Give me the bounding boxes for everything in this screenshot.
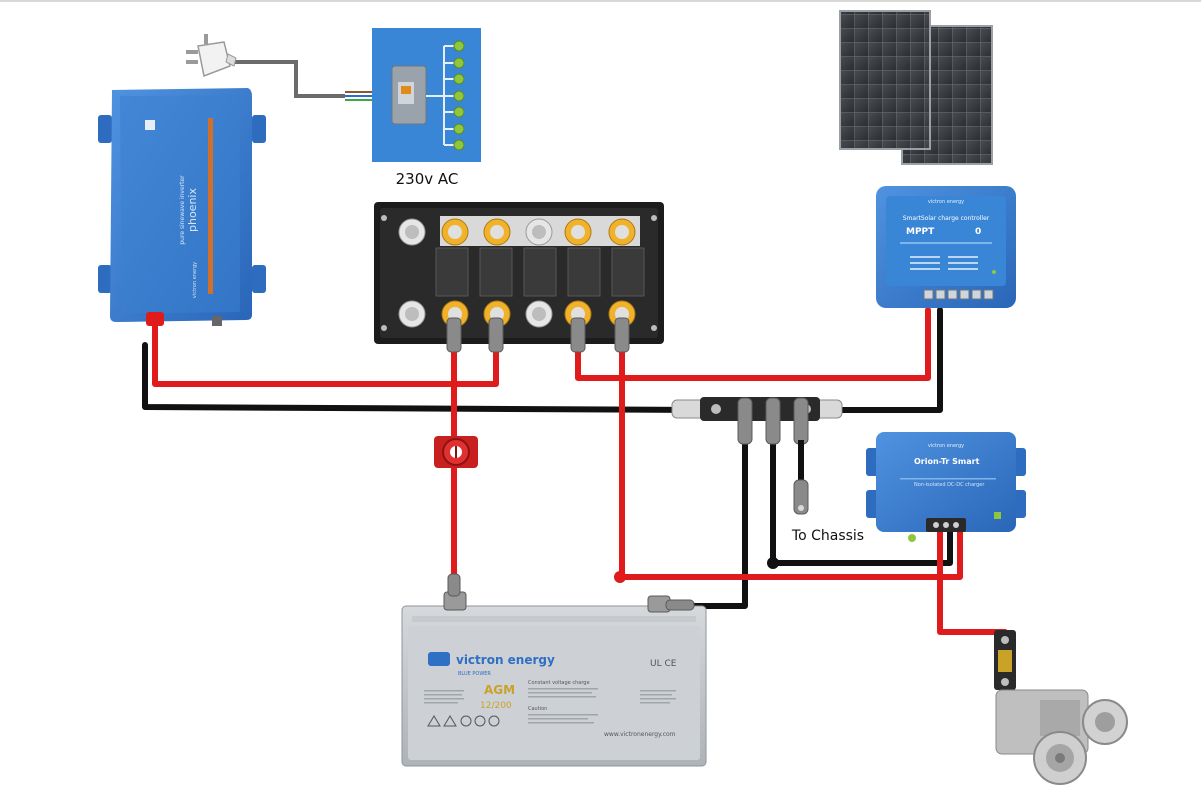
mppt-spec-text: 0 — [975, 227, 981, 237]
ac-distribution-panel — [372, 28, 481, 162]
dcdc-title-text: Orion-Tr Smart — [914, 457, 980, 466]
fuse-distribution-block — [374, 202, 664, 353]
battery-note2-text: Caution — [528, 706, 547, 712]
chassis-label: To Chassis — [791, 528, 864, 544]
mppt-brand-text: victron energy — [928, 199, 964, 205]
inverter: phoenix pure sinewave inverter victron e… — [98, 88, 266, 326]
mains-plug-icon — [186, 34, 237, 78]
ac-supply-cable — [232, 60, 345, 98]
inverter-positive-wire — [152, 317, 499, 387]
dcdc-brand-text: victron energy — [928, 443, 964, 449]
wire-junction — [614, 571, 626, 583]
negative-busbar — [671, 397, 843, 445]
inverter-model-text: phoenix — [186, 188, 199, 232]
inline-fuse — [994, 630, 1016, 690]
wire-junction — [767, 557, 779, 569]
mppt-positive-wire — [575, 307, 931, 381]
breaker-outputs — [444, 40, 465, 151]
ac-cable-cores — [345, 91, 372, 101]
ac-panel-label: 230v AC — [396, 170, 459, 188]
battery-tagline-text: BLUE POWER — [458, 671, 491, 677]
mppt-charge-controller: victron energy SmartSolar charge control… — [876, 186, 1016, 308]
battery-web-text: www.victronenergy.com — [604, 731, 676, 738]
cable-lugs — [446, 317, 630, 353]
battery-negative-wire — [687, 417, 748, 609]
battery-cert-text: UL CE — [650, 659, 677, 669]
breaker-output-dot — [453, 123, 465, 135]
negative-wires — [142, 307, 953, 609]
fuse-holders — [435, 247, 645, 297]
breaker-output-dot — [453, 57, 465, 69]
breaker-output-dot — [453, 40, 465, 52]
dcdc-charger: victron energy Orion-Tr Smart Non-isolat… — [866, 432, 1026, 542]
battery-brand-text: victron energy — [456, 653, 555, 667]
top-studs — [398, 218, 636, 246]
top-divider — [0, 0, 1201, 2]
electric-motor-load — [995, 689, 1128, 785]
mppt-terminals — [923, 289, 994, 300]
solar-panel — [839, 10, 931, 150]
dcdc-subtitle-text: Non-isolated DC-DC charger — [914, 482, 985, 488]
solar-panels — [839, 10, 993, 165]
wires — [142, 60, 1008, 653]
dcdc-positive-wire — [619, 327, 963, 580]
dcdc-negative-wire — [770, 417, 953, 566]
battery-rating-text: 12/200 — [480, 701, 512, 711]
busbar-lugs — [737, 397, 809, 445]
battery-isolator-switch — [434, 436, 478, 468]
battery-type-text: AGM — [484, 683, 515, 697]
mppt-line1-text: SmartSolar charge controller — [903, 215, 990, 222]
breaker-output-dot — [453, 90, 465, 102]
inverter-brand-text: victron energy — [192, 262, 198, 298]
mppt-negative-wire — [817, 307, 943, 413]
inverter-negative-terminal — [212, 316, 222, 326]
inverter-subtitle-text: pure sinewave inverter — [179, 175, 186, 245]
battery-warning-icons — [427, 715, 500, 727]
agm-battery: victron energy BLUE POWER AGM 12/200 Con… — [401, 573, 707, 767]
breaker-output-dot — [453, 106, 465, 118]
breaker-output-dot — [453, 73, 465, 85]
inverter-positive-terminal — [146, 312, 164, 326]
breaker-output-dot — [453, 139, 465, 151]
chassis-ground — [793, 440, 809, 515]
battery-note1-text: Constant voltage charge — [528, 680, 590, 686]
inverter-negative-wire — [142, 342, 703, 413]
mppt-line2-text: MPPT — [906, 227, 935, 237]
